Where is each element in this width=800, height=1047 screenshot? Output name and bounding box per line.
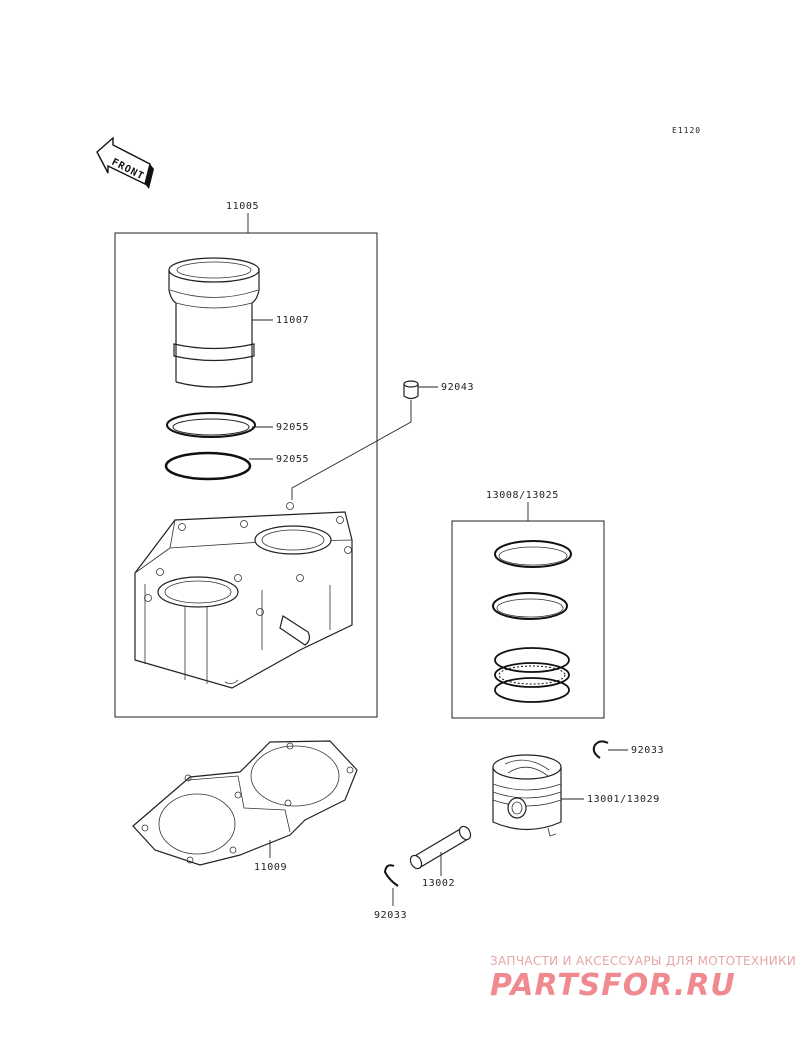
label-piston-pin: 13002 bbox=[422, 878, 455, 889]
dowel-pin bbox=[403, 380, 419, 400]
o-ring-lower bbox=[164, 451, 252, 481]
front-arrow-icon: FRONT bbox=[96, 136, 154, 189]
label-dowel-pin: 92043 bbox=[441, 382, 474, 393]
diagram-code: E1120 bbox=[672, 126, 701, 135]
base-gasket bbox=[132, 740, 358, 866]
oil-ring-set bbox=[494, 647, 570, 703]
label-o-ring-upper: 92055 bbox=[276, 422, 309, 433]
piston-pin bbox=[409, 825, 472, 870]
watermark-subtitle: ЗАПЧАСТИ И АКСЕССУАРЫ ДЛЯ МОТОТЕХНИКИ bbox=[490, 954, 796, 968]
piston bbox=[492, 754, 562, 837]
cylinder-sleeve bbox=[168, 257, 260, 388]
label-ring-set: 13008/13025 bbox=[486, 490, 559, 501]
circlip-right bbox=[592, 740, 609, 759]
label-base-gasket: 11009 bbox=[254, 862, 287, 873]
circlip-left bbox=[383, 864, 399, 887]
label-circlip-left: 92033 bbox=[374, 910, 407, 921]
o-ring-upper bbox=[166, 412, 256, 438]
label-circlip-right: 92033 bbox=[631, 745, 664, 756]
label-o-ring-lower: 92055 bbox=[276, 454, 309, 465]
cylinder-block bbox=[134, 502, 353, 689]
piston-ring-top bbox=[494, 540, 572, 568]
watermark-brand: PARTSFOR.RU bbox=[490, 968, 736, 1003]
cylinder-assy-box bbox=[114, 232, 378, 718]
label-piston: 13001/13029 bbox=[587, 794, 660, 805]
label-cylinder-assy: 11005 bbox=[226, 201, 259, 212]
label-sleeve: 11007 bbox=[276, 315, 309, 326]
piston-ring-second bbox=[492, 592, 568, 620]
